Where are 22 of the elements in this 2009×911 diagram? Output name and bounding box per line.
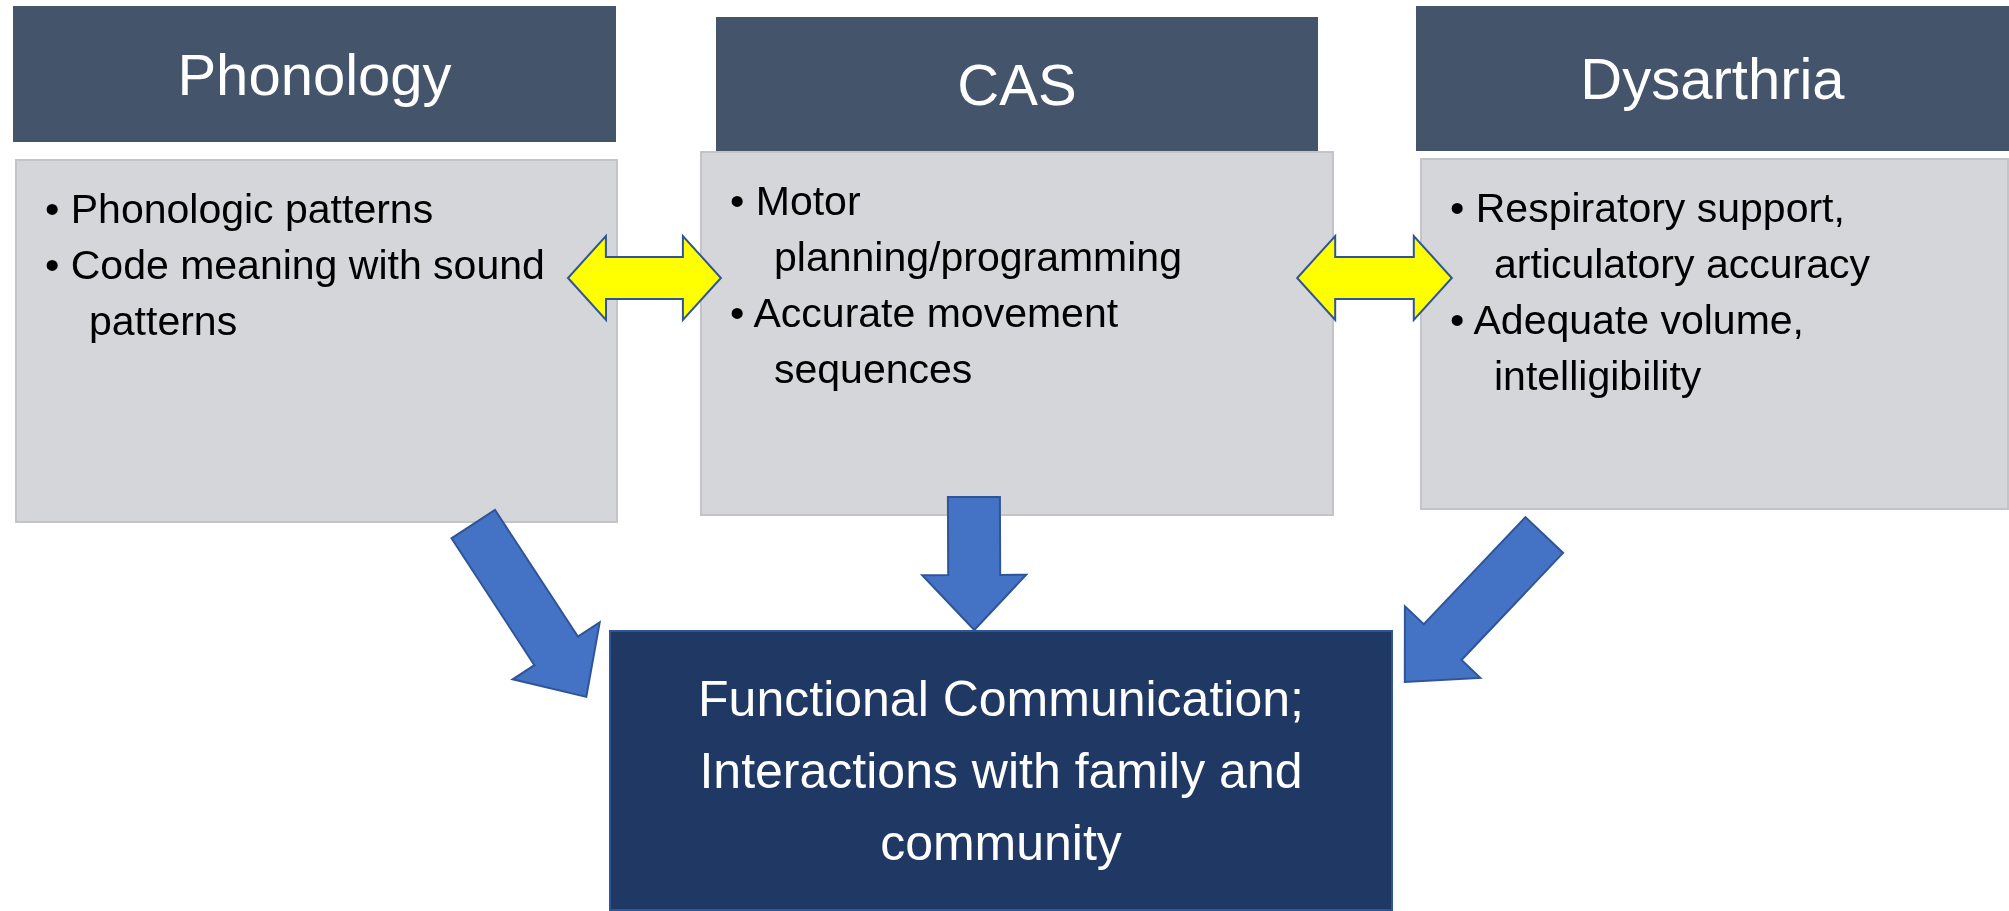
bullet-item: • Motor planning/programming <box>730 177 1183 282</box>
block-arrow <box>919 495 1029 632</box>
block-arrow <box>1403 515 1565 684</box>
double-block-arrow <box>1295 233 1454 323</box>
outcome-text: Functional Communication; Interactions with family and community <box>697 669 1305 873</box>
content-panel <box>15 159 618 523</box>
double-block-arrow <box>566 233 723 323</box>
bullet-item: • Phonologic patterns <box>45 185 435 234</box>
header-title: Phonology <box>177 40 452 108</box>
bullet-item: • Code meaning with sound patterns <box>45 241 546 346</box>
block-arrow <box>450 508 602 699</box>
column-header <box>1416 6 2009 151</box>
header-title: Dysarthria <box>1580 45 1845 112</box>
outcome-box <box>609 630 1393 911</box>
bullet-item: • Adequate volume, intelligibility <box>1450 296 1805 401</box>
content-panel <box>1420 158 2009 510</box>
content-panel <box>700 151 1334 516</box>
header-title: CAS <box>957 50 1077 118</box>
column-header <box>716 17 1318 151</box>
bullet-item: • Accurate movement sequences <box>730 289 1120 394</box>
column-header <box>13 6 616 142</box>
bullet-item: • Respiratory support, articulatory accuracy <box>1450 184 1871 289</box>
